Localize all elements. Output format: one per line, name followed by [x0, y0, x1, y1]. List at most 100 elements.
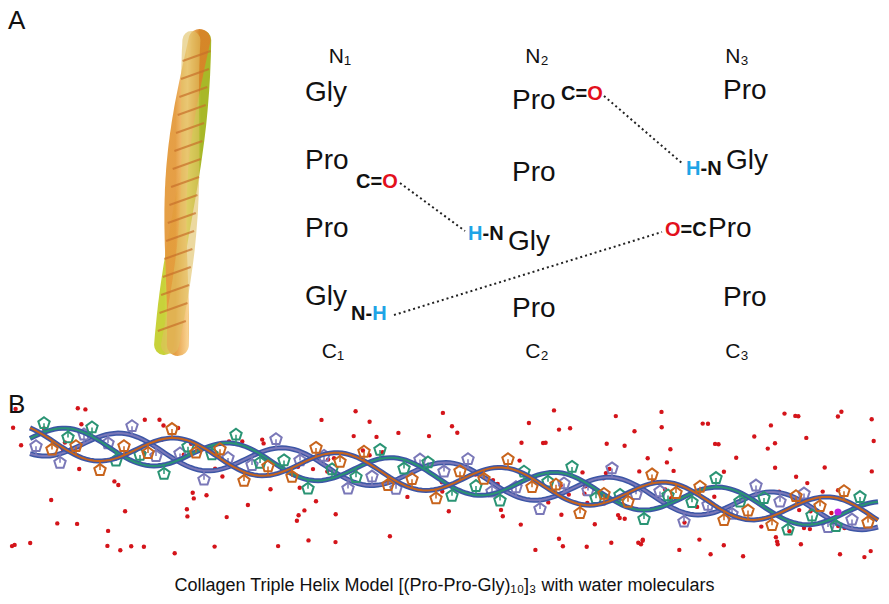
water-molecule — [794, 475, 798, 479]
water-molecule — [799, 542, 803, 546]
residue: Pro — [512, 294, 556, 322]
water-molecule — [862, 555, 866, 559]
helix-band — [181, 69, 209, 79]
bond — [299, 452, 301, 461]
bond — [155, 447, 157, 456]
water-molecule — [561, 544, 565, 548]
water-molecule — [870, 469, 874, 473]
bond — [571, 467, 573, 476]
water-molecule — [261, 441, 265, 445]
water-molecule — [374, 435, 378, 439]
water-molecule — [352, 434, 356, 438]
water-molecule — [161, 423, 165, 427]
bond — [771, 516, 773, 525]
helix-band — [163, 267, 191, 277]
bond — [59, 454, 61, 463]
water-molecule — [773, 441, 777, 445]
bond — [67, 428, 69, 437]
water-molecule — [533, 548, 537, 552]
water-molecule — [447, 509, 451, 513]
water-molecule — [752, 434, 756, 438]
water-molecule — [450, 424, 454, 428]
bond — [195, 444, 197, 453]
residue: Gly — [305, 282, 347, 310]
water-molecule — [641, 538, 645, 542]
bond — [499, 492, 501, 501]
bond — [203, 471, 205, 480]
terminus-label: C₃ — [725, 340, 749, 361]
bond — [667, 496, 669, 505]
residue: Gly — [726, 146, 768, 174]
water-molecule — [367, 420, 371, 424]
water-molecule — [49, 498, 53, 502]
residue: Pro — [723, 283, 767, 311]
water-molecule — [701, 421, 705, 425]
bond — [763, 498, 765, 507]
water-molecule — [713, 442, 717, 446]
bond — [851, 520, 853, 529]
water-molecule — [774, 535, 778, 539]
carbonyl-group: O=C — [665, 219, 707, 239]
water-molecule — [766, 446, 770, 450]
water-molecule — [622, 444, 626, 448]
bond — [187, 447, 189, 456]
bond — [579, 504, 581, 513]
water-molecule — [427, 434, 431, 438]
water-molecule — [671, 469, 675, 473]
bond — [651, 474, 653, 483]
bond — [555, 485, 557, 494]
water-molecule — [585, 545, 589, 549]
water-molecule — [593, 522, 597, 526]
water-molecule — [632, 429, 636, 433]
bond — [467, 459, 469, 468]
water-molecule — [298, 486, 302, 490]
bond — [371, 477, 373, 486]
water-molecule — [396, 431, 400, 435]
water-molecule — [829, 511, 833, 515]
bond — [595, 489, 597, 498]
water-molecule — [793, 414, 797, 418]
residue: Pro — [512, 86, 556, 114]
backbone-ribbon — [30, 428, 878, 525]
bond — [747, 511, 749, 520]
residue: Pro — [723, 76, 767, 104]
helix-band — [164, 249, 192, 259]
water-molecule — [143, 418, 147, 422]
residue: Pro — [708, 214, 752, 242]
water-molecule — [123, 509, 127, 513]
bond — [475, 486, 477, 495]
water-molecule — [519, 522, 523, 526]
bond — [323, 456, 325, 465]
bond — [483, 470, 485, 479]
helix-band — [160, 303, 188, 313]
water-molecule — [185, 514, 189, 518]
bond — [611, 468, 613, 477]
water-molecule — [501, 514, 505, 518]
water-molecule — [260, 437, 264, 441]
water-molecule — [441, 411, 445, 415]
water-molecule — [773, 466, 777, 470]
residue: Gly — [508, 227, 550, 255]
bond — [547, 473, 549, 482]
water-molecule — [823, 465, 827, 469]
water-molecule — [838, 552, 842, 556]
bond — [35, 446, 37, 455]
water-molecule — [805, 481, 809, 485]
bond — [539, 500, 541, 509]
water-molecule — [12, 543, 16, 547]
bond — [603, 494, 605, 503]
water-molecule — [314, 499, 318, 503]
water-molecule — [76, 406, 80, 410]
panel-letter: B — [8, 391, 25, 417]
helix-band — [171, 177, 199, 187]
water-molecule — [872, 439, 876, 443]
terminus-label: N₂ — [525, 45, 548, 66]
hydrogen-bond-lines — [394, 96, 683, 315]
water-molecule — [28, 541, 32, 545]
bond — [819, 497, 821, 506]
water-molecule — [697, 537, 701, 541]
water-molecule — [722, 543, 726, 547]
water-molecule — [319, 418, 323, 422]
water-molecule — [246, 503, 250, 507]
water-molecule — [797, 508, 801, 512]
